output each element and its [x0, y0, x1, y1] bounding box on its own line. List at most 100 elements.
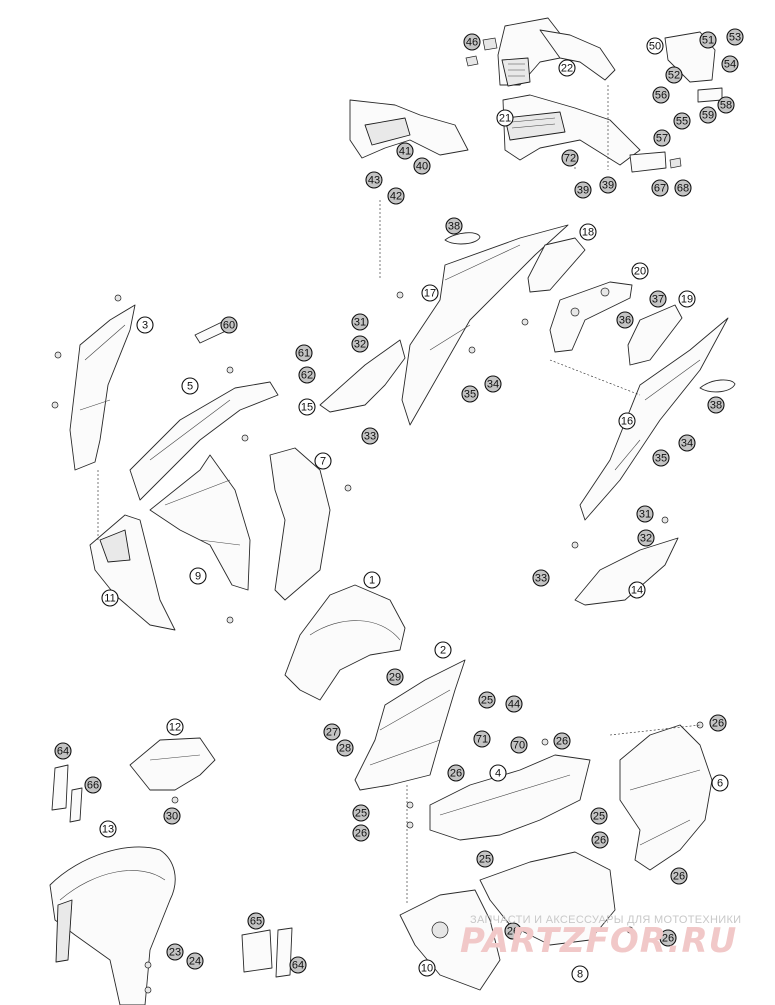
callout-number: 46 — [466, 37, 478, 49]
callout-number: 25 — [481, 695, 493, 707]
callout-25: 25 — [478, 691, 496, 709]
callout-circle — [99, 820, 117, 838]
belly-pan-8 — [479, 851, 616, 946]
callout-number: 61 — [298, 348, 310, 360]
callout-circle — [590, 807, 608, 825]
callout-number: 38 — [710, 400, 722, 412]
callout-circle — [652, 449, 670, 467]
callout-circle — [484, 375, 502, 393]
front-fender-13 — [49, 846, 176, 1005]
callout-circle — [413, 157, 431, 175]
callout-circle — [571, 965, 589, 983]
callout-circle — [599, 176, 617, 194]
callout-circle — [101, 589, 119, 607]
callout-number: 19 — [681, 294, 693, 306]
callout-number: 39 — [602, 180, 614, 192]
callout-60: 60 — [220, 316, 238, 334]
callout-circle — [726, 28, 744, 46]
callout-number: 33 — [535, 573, 547, 585]
callout-29: 29 — [386, 668, 404, 686]
callout-24: 24 — [186, 952, 204, 970]
callout-10: 10 — [418, 959, 436, 977]
watermark-tagline: ЗАПЧАСТИ И АКСЕССУАРЫ ДЛЯ МОТОТЕХНИКИ — [470, 914, 741, 926]
callout-67: 67 — [651, 179, 669, 197]
callout-number: 16 — [621, 416, 633, 428]
tail-section-lower — [502, 94, 641, 166]
panel-18 — [527, 237, 586, 293]
panel-5 — [129, 381, 279, 501]
callout-circle — [659, 929, 677, 947]
callout-39: 39 — [574, 181, 592, 199]
callout-circle — [136, 316, 154, 334]
callout-64: 64 — [54, 742, 72, 760]
callout-number: 12 — [169, 722, 181, 734]
callout-circle — [649, 290, 667, 308]
callout-59: 59 — [699, 106, 717, 124]
callout-number: 25 — [593, 811, 605, 823]
callout-circle — [352, 824, 370, 842]
callout-70: 70 — [510, 736, 528, 754]
callout-11: 11 — [101, 589, 119, 607]
callout-35: 35 — [461, 385, 479, 403]
callout-2: 2 — [434, 641, 452, 659]
callout-number: 68 — [677, 183, 689, 195]
tail-section-upper — [497, 17, 616, 87]
callout-42: 42 — [387, 187, 405, 205]
callout-61: 61 — [295, 344, 313, 362]
callout-circle — [421, 284, 439, 302]
callout-number: 32 — [354, 339, 366, 351]
callout-14: 14 — [628, 581, 646, 599]
callout-circle — [505, 695, 523, 713]
callout-34: 34 — [484, 375, 502, 393]
callout-circle — [166, 943, 184, 961]
callout-number: 43 — [368, 175, 380, 187]
watermark-brand: PARTZFOR.RU — [460, 921, 737, 961]
callout-12: 12 — [166, 718, 184, 736]
callout-number: 26 — [712, 718, 724, 730]
callout-41: 41 — [396, 142, 414, 160]
callout-55: 55 — [673, 112, 691, 130]
callout-26: 26 — [504, 922, 522, 940]
callout-circle — [673, 112, 691, 130]
assembly-leaders — [97, 85, 701, 905]
callout-9: 9 — [189, 567, 207, 585]
callout-26: 26 — [447, 764, 465, 782]
watermark: ЗАПЧАСТИ И АКСЕССУАРЫ ДЛЯ МОТОТЕХНИКИ PA… — [460, 914, 741, 961]
callout-circle — [396, 142, 414, 160]
panel-15 — [319, 339, 406, 413]
callout-circle — [289, 956, 307, 974]
callout-25: 25 — [352, 804, 370, 822]
callout-number: 34 — [487, 379, 499, 391]
part-callouts: 1234567891011121314151617181920212223242… — [54, 28, 744, 983]
callout-44: 44 — [505, 695, 523, 713]
callout-number: 26 — [355, 828, 367, 840]
callout-circle — [314, 452, 332, 470]
side-panel-16 — [579, 317, 729, 521]
callout-circle — [463, 33, 481, 51]
callout-circle — [653, 129, 671, 147]
callout-27: 27 — [323, 723, 341, 741]
callout-number: 29 — [389, 672, 401, 684]
callout-number: 21 — [499, 113, 511, 125]
callout-number: 26 — [662, 933, 674, 945]
callout-number: 27 — [326, 727, 338, 739]
callout-26: 26 — [352, 824, 370, 842]
callout-32: 32 — [351, 335, 369, 353]
callout-number: 40 — [416, 161, 428, 173]
callout-circle — [461, 385, 479, 403]
callout-circle — [181, 377, 199, 395]
callout-65: 65 — [247, 912, 265, 930]
callout-number: 70 — [513, 740, 525, 752]
callout-circle — [247, 912, 265, 930]
callout-number: 11 — [104, 593, 115, 605]
callout-number: 58 — [720, 100, 732, 112]
callout-34: 34 — [678, 434, 696, 452]
callout-number: 38 — [448, 221, 460, 233]
callout-number: 62 — [301, 370, 313, 382]
callout-circle — [496, 109, 514, 127]
callout-number: 56 — [655, 90, 667, 102]
callout-64: 64 — [289, 956, 307, 974]
callout-circle — [636, 505, 654, 523]
callout-number: 34 — [681, 438, 693, 450]
reflector-64-right — [275, 927, 293, 978]
